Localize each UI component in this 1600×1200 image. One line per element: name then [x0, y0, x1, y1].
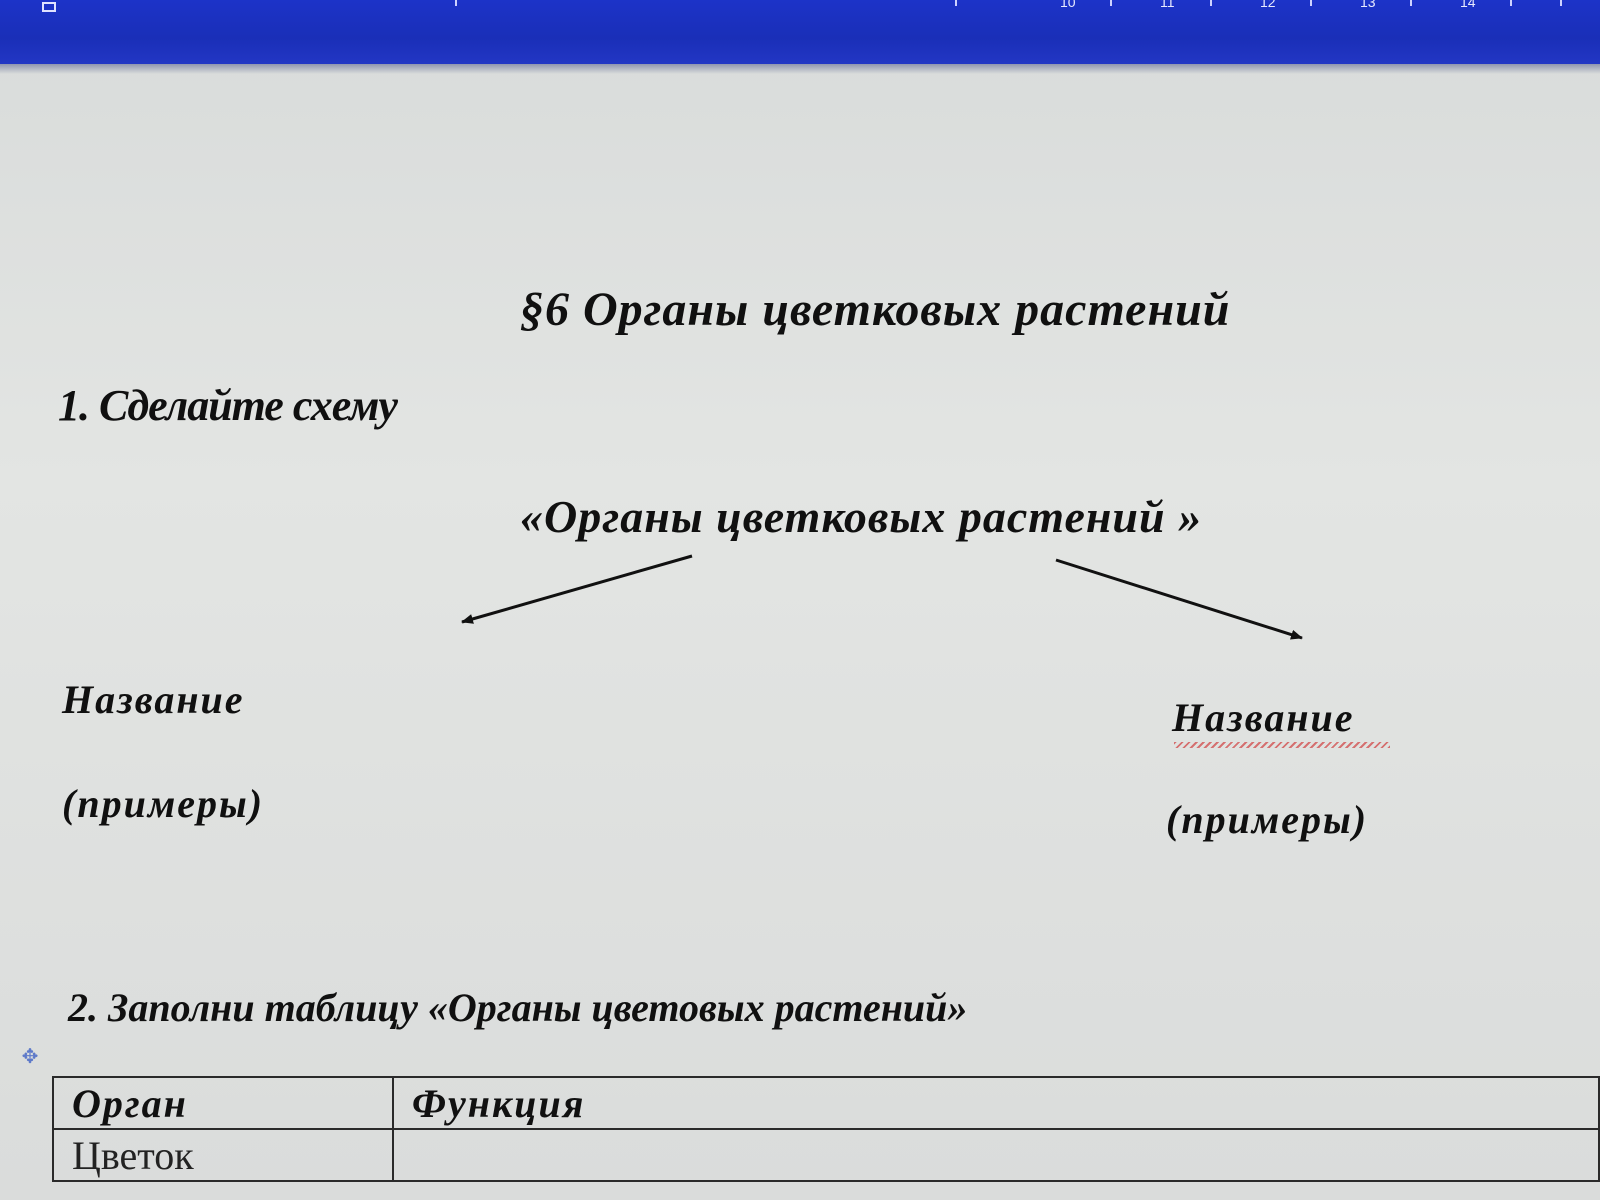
- ruler-number: 12: [1260, 0, 1276, 10]
- ruler-number: 11: [1160, 0, 1175, 10]
- ruler-tick: [1310, 0, 1312, 6]
- header-organ: Орган: [72, 1080, 188, 1126]
- ruler-tick: [955, 0, 957, 6]
- page-top-shadow: [0, 64, 1600, 74]
- left-branch-name[interactable]: Название: [62, 677, 245, 722]
- task-2-label[interactable]: 2. Заполни таблицу «Органы цветовых раст…: [68, 985, 968, 1030]
- ruler-tick: [1210, 0, 1212, 6]
- horizontal-ruler[interactable]: 10 11 12 13 14: [60, 0, 1600, 12]
- header-function: Функция: [412, 1080, 586, 1126]
- table-row: Цветок: [52, 1128, 1600, 1182]
- cell-organ: Цветок: [72, 1132, 194, 1178]
- ruler-tick: [1110, 0, 1112, 6]
- right-branch-name[interactable]: Название: [1172, 695, 1355, 740]
- ruler-bar: 10 11 12 13 14: [0, 0, 1600, 64]
- table-header-cell[interactable]: Функция: [392, 1076, 1600, 1130]
- tab-stop-icon[interactable]: [42, 2, 56, 12]
- ruler-tick: [1560, 0, 1562, 6]
- right-branch-examples[interactable]: (примеры): [1166, 797, 1369, 842]
- organs-table: Орган Функция Цветок: [52, 1076, 1600, 1182]
- arrow-right: [1055, 558, 1303, 640]
- scheme-title[interactable]: «Органы цветковых растений »: [520, 491, 1203, 542]
- move-icon[interactable]: ✥: [21, 1044, 39, 1068]
- table-cell[interactable]: Цветок: [52, 1128, 394, 1182]
- ruler-number: 13: [1360, 0, 1376, 10]
- ruler-tick: [1410, 0, 1412, 6]
- table-header-cell[interactable]: Орган: [52, 1076, 394, 1130]
- ruler-tick: [455, 0, 457, 6]
- left-branch-examples[interactable]: (примеры): [62, 781, 265, 826]
- ruler-tick: [1510, 0, 1512, 6]
- spellcheck-underline: [1174, 742, 1390, 748]
- ruler-number: 14: [1460, 0, 1476, 10]
- task-1-label[interactable]: 1. Сделайте схему: [58, 381, 398, 430]
- table-cell[interactable]: [392, 1128, 1600, 1182]
- table-header-row: Орган Функция: [52, 1076, 1600, 1130]
- document-heading[interactable]: §6 Органы цветковых растений: [520, 283, 1231, 336]
- arrow-left: [461, 554, 693, 624]
- ruler-number: 10: [1060, 0, 1076, 10]
